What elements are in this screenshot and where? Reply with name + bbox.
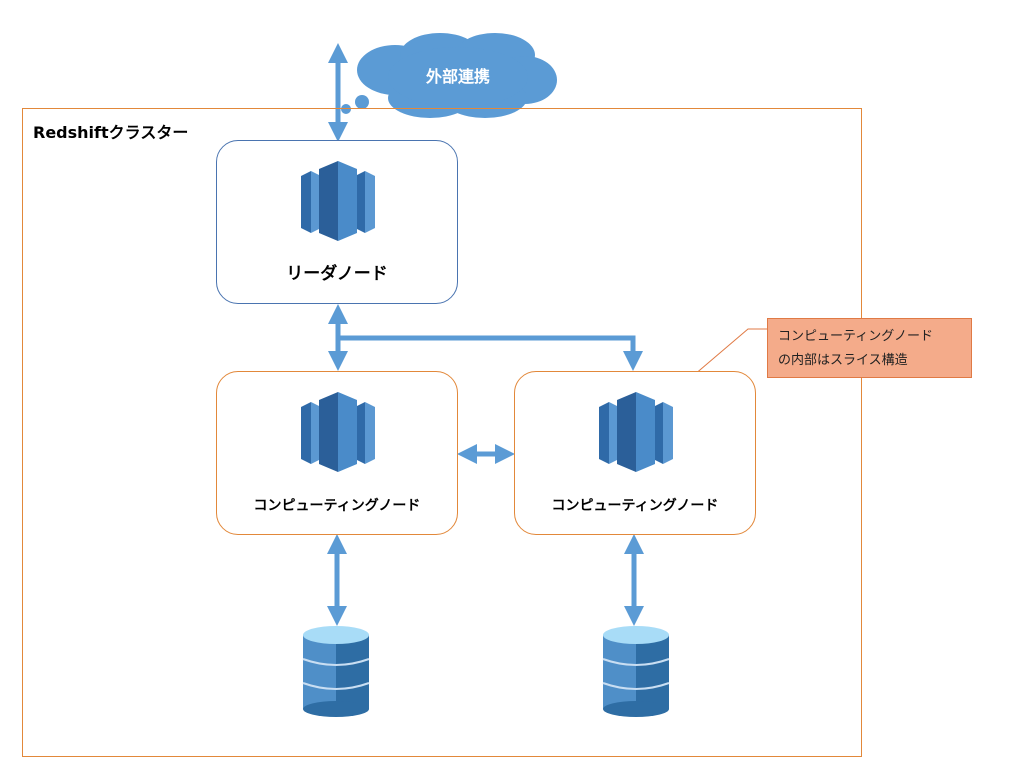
compute-node-2: コンピューティングノード xyxy=(514,371,756,535)
database-icon xyxy=(602,626,670,717)
leader-compute2-arrow xyxy=(338,335,643,371)
leader-node: リーダノード xyxy=(216,140,458,304)
slice-callout: コンピューティングノード の内部はスライス構造 xyxy=(767,318,972,378)
callout-line-1: コンピューティングノード xyxy=(778,329,933,344)
database-icon xyxy=(302,626,370,717)
external-link-label: 外部連携 xyxy=(425,67,490,86)
cluster-title: Redshiftクラスター xyxy=(33,123,189,142)
compute-node-2-label: コンピューティングノード xyxy=(551,498,719,514)
redshift-icon xyxy=(301,392,375,472)
compute-node-1-label: コンピューティングノード xyxy=(253,498,421,514)
redshift-cluster: Redshiftクラスター xyxy=(22,108,862,757)
cloud-icon xyxy=(341,33,557,118)
redshift-icon xyxy=(301,161,375,241)
callout-line-2: の内部はスライス構造 xyxy=(778,353,908,368)
leader-node-label: リーダノード xyxy=(286,264,388,284)
redshift-icon xyxy=(599,392,673,472)
compute-node-1: コンピューティングノード xyxy=(216,371,458,535)
